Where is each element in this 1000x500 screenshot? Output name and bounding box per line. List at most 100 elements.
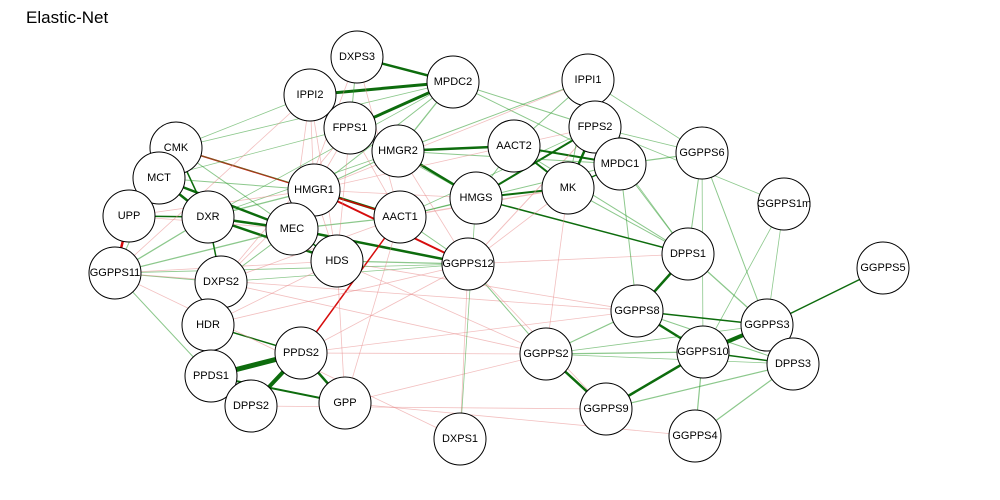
edge-ggpps12-dpps1	[467, 253, 689, 265]
node-label: GGPPS8	[614, 305, 659, 317]
node-circle	[441, 237, 495, 291]
node-ggpps9: GGPPS9	[579, 382, 633, 436]
node-label: MEC	[280, 223, 305, 235]
node-label: GGPPS5	[860, 262, 905, 274]
node-label: MPDC2	[434, 76, 473, 88]
node-gpp: GPP	[318, 376, 372, 430]
node-label: FPPS2	[578, 121, 613, 133]
node-mpdc2: MPDC2	[426, 55, 480, 109]
node-label: CMK	[164, 142, 189, 154]
edge-gpp-aact1	[344, 216, 401, 404]
edge-gpp-ggpps4	[344, 402, 696, 437]
node-label: DXPS2	[203, 276, 239, 288]
edge-hdr-ggpps12	[207, 263, 469, 326]
edge-hmgr1-ippi1	[313, 79, 589, 191]
node-circle	[856, 241, 910, 295]
node-circle	[274, 326, 328, 380]
edge-ggpps6-ggpps3	[701, 152, 768, 326]
node-aact1: AACT1	[373, 190, 427, 244]
node-circle	[593, 137, 647, 191]
node-circle	[675, 126, 729, 180]
edge-ppds2-ggpps2	[300, 352, 547, 355]
edge-ggpps9-dpps3	[605, 363, 794, 410]
edge-hds-ggpps2	[336, 260, 547, 355]
node-label: HMGR1	[294, 184, 334, 196]
node-mpdc1: MPDC1	[593, 137, 647, 191]
node-circle	[224, 379, 278, 433]
node-label: AACT1	[382, 211, 417, 223]
node-circle	[740, 298, 794, 352]
node-circle	[579, 382, 633, 436]
edge-ggpps11-ggpps12	[114, 263, 469, 274]
node-ppds2: PPDS2	[274, 326, 328, 380]
node-circle	[668, 409, 722, 463]
edge-mk-ggpps2	[545, 187, 569, 355]
node-ggpps12: GGPPS12	[441, 237, 495, 291]
node-label: DXR	[196, 211, 219, 223]
node-hds: HDS	[310, 234, 364, 288]
node-label: GGPPS4	[672, 430, 717, 442]
node-circle	[283, 68, 337, 122]
node-ippi1: IPPI1	[561, 53, 615, 107]
edge-hmgs-dpps1	[475, 197, 689, 255]
edge-dxr-mpdc2	[207, 81, 454, 218]
node-label: GGPPS2	[523, 348, 568, 360]
node-circle	[102, 189, 156, 243]
node-hdr: HDR	[181, 298, 235, 352]
node-fpps2: FPPS2	[568, 100, 622, 154]
node-label: GGPPS6	[679, 147, 724, 159]
node-label: DPPS1	[670, 248, 706, 260]
node-dxps2: DXPS2	[194, 255, 248, 309]
node-circle	[265, 202, 319, 256]
node-dxr: DXR	[181, 190, 235, 244]
edge-dxps1-hmgs	[459, 197, 477, 440]
node-hmgr1: HMGR1	[287, 163, 341, 217]
edge-mec-ggpps12	[290, 227, 470, 266]
node-label: MCT	[147, 172, 171, 184]
node-circle	[426, 55, 480, 109]
node-label: GPP	[333, 397, 356, 409]
node-ggpps8: GGPPS8	[610, 284, 664, 338]
node-label: DPPS2	[233, 400, 269, 412]
node-ggpps5: GGPPS5	[856, 241, 910, 295]
node-aact2: AACT2	[487, 119, 541, 173]
node-label: GGPPS9	[583, 403, 628, 415]
node-dpps2: DPPS2	[224, 379, 278, 433]
node-mk: MK	[541, 161, 595, 215]
edge-gpp-ggpps2	[344, 353, 547, 404]
edge-aact1-fpps2	[399, 126, 596, 218]
edge-ppds2-ggpps12	[300, 263, 469, 354]
node-label: UPP	[118, 210, 141, 222]
node-mec: MEC	[265, 202, 319, 256]
edge-ggpps12-dxps1	[459, 263, 469, 440]
node-circle	[766, 337, 820, 391]
edge-ppds2-ggpps8	[300, 310, 638, 354]
node-label: HDS	[325, 255, 348, 267]
node-circle	[610, 284, 664, 338]
edge-mec-ggpps11	[114, 228, 293, 274]
node-dxps1: DXPS1	[433, 412, 487, 466]
node-circle	[433, 412, 487, 466]
node-ppds1: PPDS1	[184, 349, 238, 403]
edge-ggpps2-ggpps3	[545, 324, 768, 355]
edge-ggpps2-dpps3	[545, 353, 794, 365]
node-circle	[330, 30, 384, 84]
node-circle	[449, 171, 503, 225]
edge-ippi1-hmgr2	[397, 79, 589, 152]
edge-ggpps1m-ggpps10	[702, 203, 785, 353]
node-label: PPDS1	[193, 370, 229, 382]
node-ippi2: IPPI2	[283, 68, 337, 122]
node-label: MPDC1	[601, 158, 640, 170]
node-circle	[310, 234, 364, 288]
node-label: MK	[560, 182, 577, 194]
node-ggpps2: GGPPS2	[519, 327, 573, 381]
node-label: DXPS1	[442, 433, 478, 445]
node-label: AACT2	[496, 140, 531, 152]
node-circle	[132, 151, 186, 205]
node-circle	[757, 177, 811, 231]
node-label: IPPI2	[297, 89, 324, 101]
node-circle	[371, 124, 425, 178]
node-label: HDR	[196, 319, 220, 331]
